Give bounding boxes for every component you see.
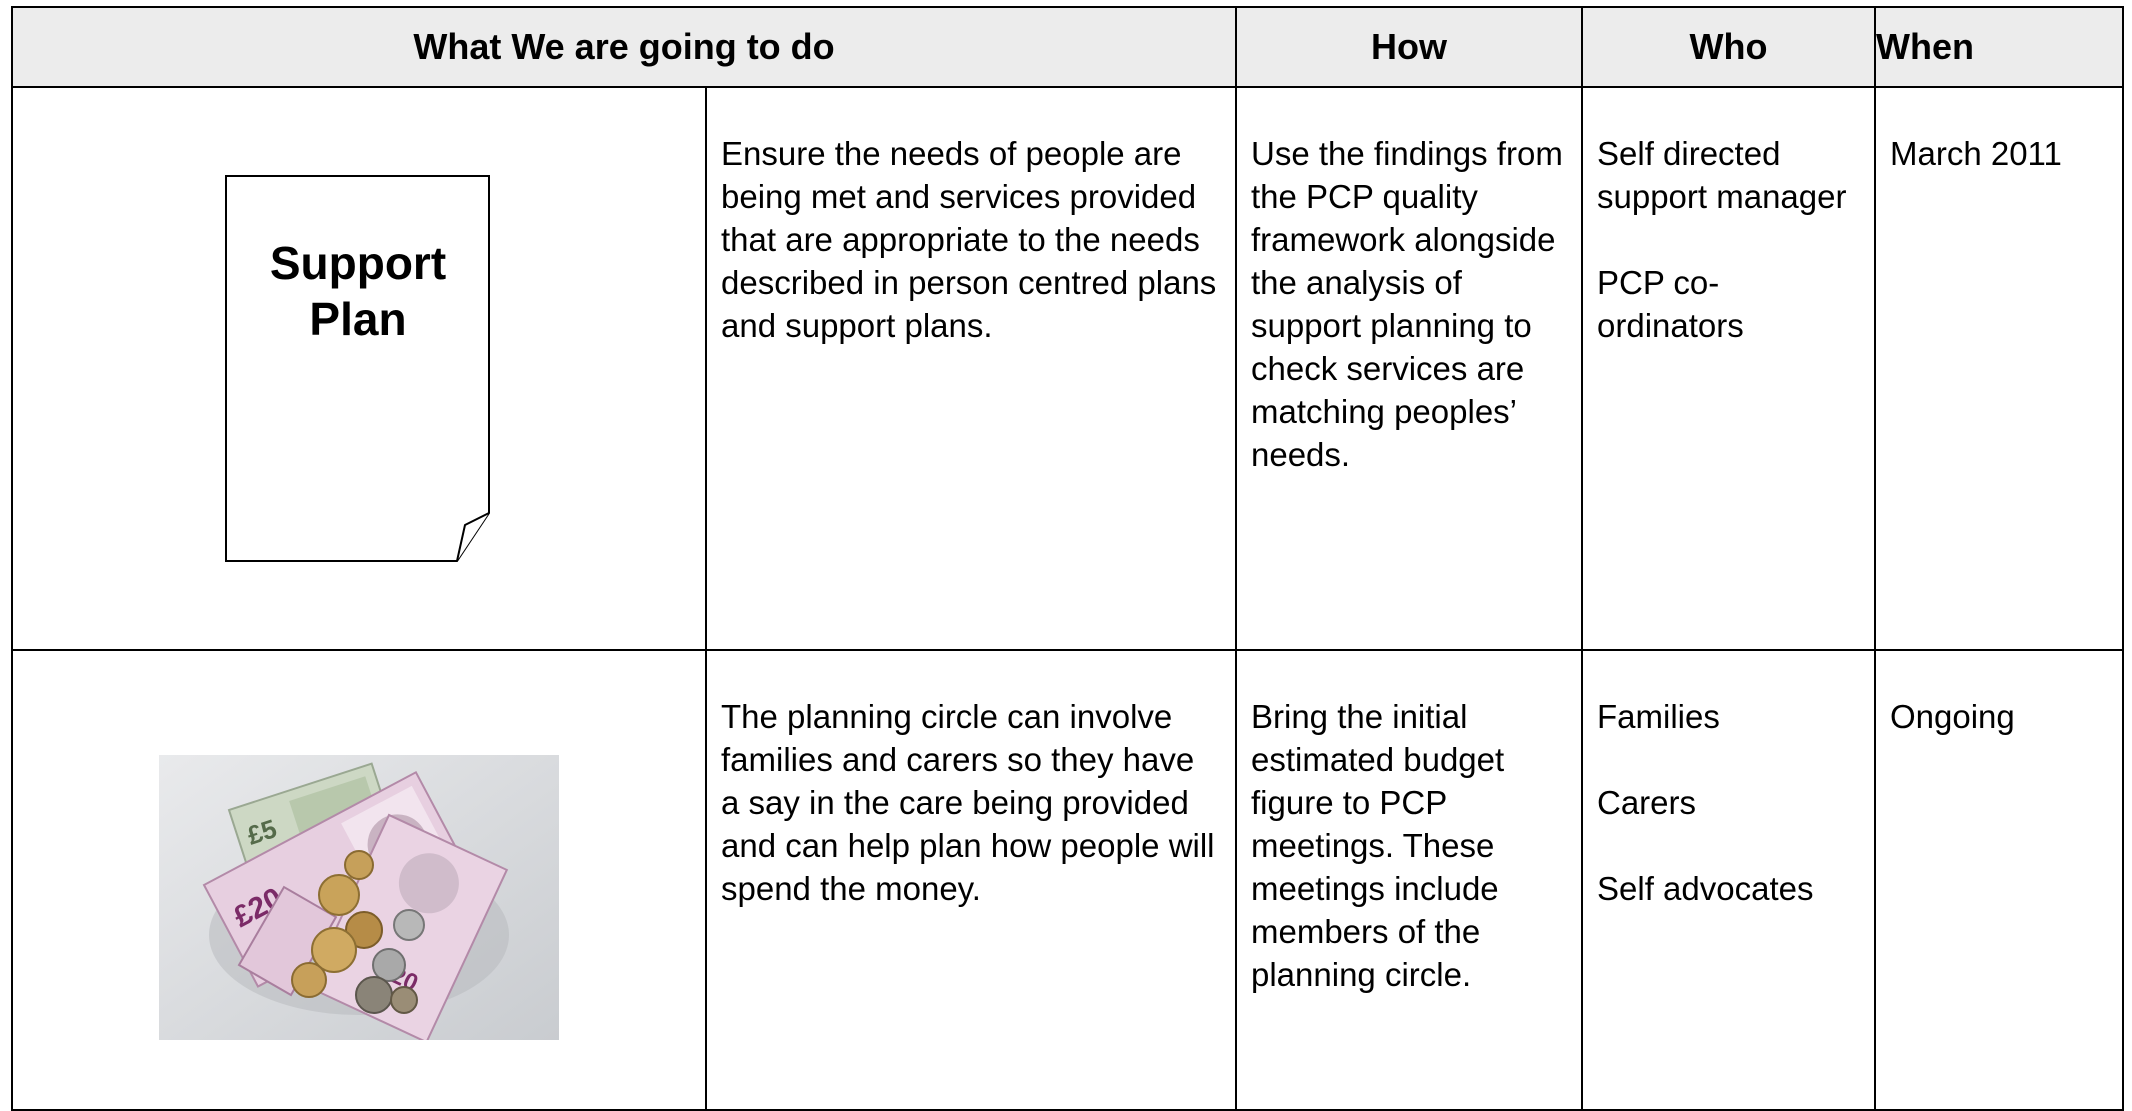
what-text: Ensure the needs of people are being met…: [721, 135, 1217, 344]
who-item: Carers: [1597, 784, 1697, 821]
when-text: Ongoing: [1890, 698, 2015, 735]
who-item: Families: [1597, 698, 1720, 735]
what-cell: Ensure the needs of people are being met…: [705, 86, 1237, 651]
illustration-cell: Support Plan: [11, 86, 707, 651]
document-icon: [225, 175, 490, 562]
what-cell: The planning circle can involve families…: [705, 649, 1237, 1111]
how-text: Bring the initial estimated budget figur…: [1251, 698, 1505, 993]
illustration-cell: £5 £20: [11, 649, 707, 1111]
who-item: Self advocates: [1597, 870, 1814, 907]
how-text: Use the findings from the PCP quality fr…: [1251, 135, 1563, 473]
when-cell: Ongoing: [1874, 649, 2124, 1111]
support-plan-label: Support Plan: [269, 237, 447, 345]
table-row: £5 £20: [11, 649, 2124, 1111]
header-who: Who: [1581, 6, 1876, 88]
how-cell: Use the findings from the PCP quality fr…: [1235, 86, 1583, 651]
table-row: Support Plan Ensure the needs of people …: [11, 86, 2124, 651]
header-row: What We are going to do How Who When: [11, 6, 2124, 88]
when-cell: March 2011: [1874, 86, 2124, 651]
header-when: When: [1874, 6, 2124, 88]
header-how: How: [1235, 6, 1583, 88]
header-what: What We are going to do: [11, 6, 1237, 88]
who-item: Self directed support manager: [1597, 135, 1847, 215]
how-cell: Bring the initial estimated budget figur…: [1235, 649, 1583, 1111]
when-text: March 2011: [1890, 135, 2062, 172]
who-cell: Self directed support manager PCP co-ord…: [1581, 86, 1876, 651]
support-plan-document-icon: Support Plan: [225, 175, 491, 563]
action-plan-table: What We are going to do How Who When Sup…: [11, 6, 2124, 1111]
who-item: PCP co-ordinators: [1597, 264, 1744, 344]
what-text: The planning circle can involve families…: [721, 698, 1215, 907]
money-photo-icon: £5 £20: [159, 755, 559, 1044]
who-cell: Families Carers Self advocates: [1581, 649, 1876, 1111]
